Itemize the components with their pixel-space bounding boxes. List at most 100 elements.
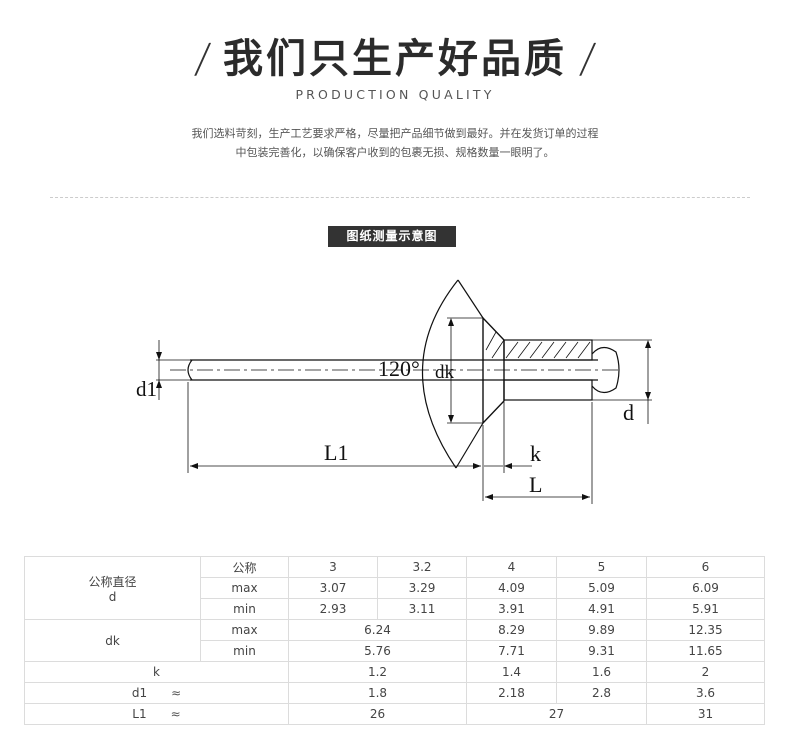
- table-cell: 6: [646, 556, 765, 578]
- d1-header: d1 ≈: [24, 682, 289, 704]
- table-cell: 2: [646, 661, 765, 683]
- intro-line-2: 中包装完善化，以确保客户收到的包裹无损、规格数量一眼明了。: [235, 146, 555, 159]
- max-label: max: [200, 577, 289, 599]
- k-header: k: [24, 661, 289, 683]
- angle-line-top: [457, 279, 484, 319]
- arrowhead: [485, 494, 493, 500]
- table-row: dk max 6.24 8.29 9.89 12.35: [24, 619, 765, 662]
- arrowhead: [473, 463, 481, 469]
- d-group-symbol: d: [108, 589, 117, 604]
- page-title: 我们只生产好品质: [223, 36, 567, 82]
- table-cell: 3: [288, 556, 378, 578]
- table-cell: 11.65: [646, 640, 765, 662]
- mandrel-head: [591, 346, 620, 394]
- min-label: min: [200, 640, 289, 662]
- l1-header: L1 ≈: [24, 703, 289, 725]
- d-label: d: [623, 400, 634, 425]
- nominal-label: 公称: [200, 556, 289, 578]
- table-cell: 2.93: [288, 598, 378, 620]
- table-row: L1 ≈ 26 27 31: [24, 703, 765, 725]
- l1-label: L1: [324, 440, 348, 465]
- angle-arc: [421, 279, 459, 469]
- intro-text: 我们选料苛刻，生产工艺要求严格，尽量把产品细节做到最好。并在发货订单的过程 中包…: [0, 124, 790, 162]
- arrowhead: [156, 352, 162, 360]
- table-cell: 5: [556, 556, 647, 578]
- approx-symbol: ≈: [170, 707, 181, 721]
- dk-header: dk: [24, 619, 201, 662]
- approx-symbol: ≈: [171, 686, 182, 700]
- table-cell: 26: [288, 703, 467, 725]
- d-group-header: 公称直径 d: [24, 556, 201, 620]
- dashed-divider: [50, 197, 750, 198]
- table-cell: 5.91: [646, 598, 765, 620]
- page-subtitle: PRODUCTION QUALITY: [295, 87, 495, 102]
- table-cell: 5.76: [288, 640, 467, 662]
- arrowhead: [504, 463, 512, 469]
- table-cell: 6.09: [646, 577, 765, 599]
- table-cell: 1.4: [466, 661, 557, 683]
- hatch-line: [565, 341, 579, 359]
- table-cell: 1.6: [556, 661, 647, 683]
- min-label: min: [200, 598, 289, 620]
- hatch-line: [541, 341, 555, 359]
- hatch-line: [529, 341, 543, 359]
- angle-label: 120°: [378, 356, 420, 381]
- table-row: k 1.2 1.4 1.6 2: [24, 661, 765, 683]
- l-label: L: [529, 472, 542, 497]
- d1-header-label: d1: [131, 686, 148, 700]
- mandrel-tip: [187, 359, 193, 381]
- table-cell: 27: [466, 703, 647, 725]
- rivet-sleeve-upper: [503, 339, 593, 361]
- hatch-line: [517, 341, 531, 359]
- rivet-sleeve-lower: [503, 379, 593, 401]
- table-cell: 3.11: [377, 598, 467, 620]
- table-cell: 1.8: [288, 682, 467, 704]
- table-cell: 8.29: [466, 619, 557, 641]
- table-cell: 9.89: [556, 619, 647, 641]
- table-cell: 31: [646, 703, 765, 725]
- arrowhead: [156, 380, 162, 388]
- table-cell: 4.91: [556, 598, 647, 620]
- table-cell: 9.31: [556, 640, 647, 662]
- d1-label: d1: [136, 377, 157, 401]
- table-cell: 3.2: [377, 556, 467, 578]
- table-cell: 4.09: [466, 577, 557, 599]
- table-cell: 6.24: [288, 619, 467, 641]
- table-cell: 3.29: [377, 577, 467, 599]
- arrowhead: [645, 340, 651, 348]
- table-cell: 4: [466, 556, 557, 578]
- arrowhead: [448, 415, 454, 423]
- arrowhead: [582, 494, 590, 500]
- k-label: k: [530, 441, 541, 466]
- title-slash-left: /: [192, 36, 213, 82]
- spec-table: 公称直径 d 公称 3 3.2 4 5 6 max 3.07 3.29 4.09…: [24, 556, 765, 725]
- max-label: max: [200, 619, 289, 641]
- arrowhead: [448, 318, 454, 326]
- section-badge: 图纸测量示意图: [328, 226, 456, 247]
- hatch-line: [491, 339, 505, 359]
- table-row: 公称直径 d 公称 3 3.2 4 5 6: [24, 556, 765, 620]
- title-slash-right: /: [577, 36, 598, 82]
- table-cell: 1.2: [288, 661, 467, 683]
- angle-line-bottom: [455, 422, 484, 469]
- table-row: d1 ≈ 1.8 2.18 2.8 3.6: [24, 682, 765, 704]
- table-cell: 2.18: [466, 682, 557, 704]
- hatching: [485, 331, 591, 359]
- rivet-head: [482, 316, 505, 425]
- table-cell: 3.91: [466, 598, 557, 620]
- hatch-line: [577, 341, 591, 359]
- hatch-line: [485, 331, 497, 351]
- arrowheads: [156, 318, 651, 500]
- table-cell: 12.35: [646, 619, 765, 641]
- table-cell: 3.07: [288, 577, 378, 599]
- table-cell: 3.6: [646, 682, 765, 704]
- rivet-drawing: 120° dk d1 d L1 k L: [136, 279, 652, 504]
- l1-header-label: L1: [132, 707, 147, 721]
- hatch-line: [505, 341, 519, 359]
- dk-label: dk: [435, 362, 455, 383]
- table-cell: 2.8: [556, 682, 647, 704]
- table-cell: 7.71: [466, 640, 557, 662]
- d-group-label: 公称直径: [88, 574, 137, 589]
- title-row: / 我们只生产好品质 /: [0, 34, 790, 84]
- arrowhead: [190, 463, 198, 469]
